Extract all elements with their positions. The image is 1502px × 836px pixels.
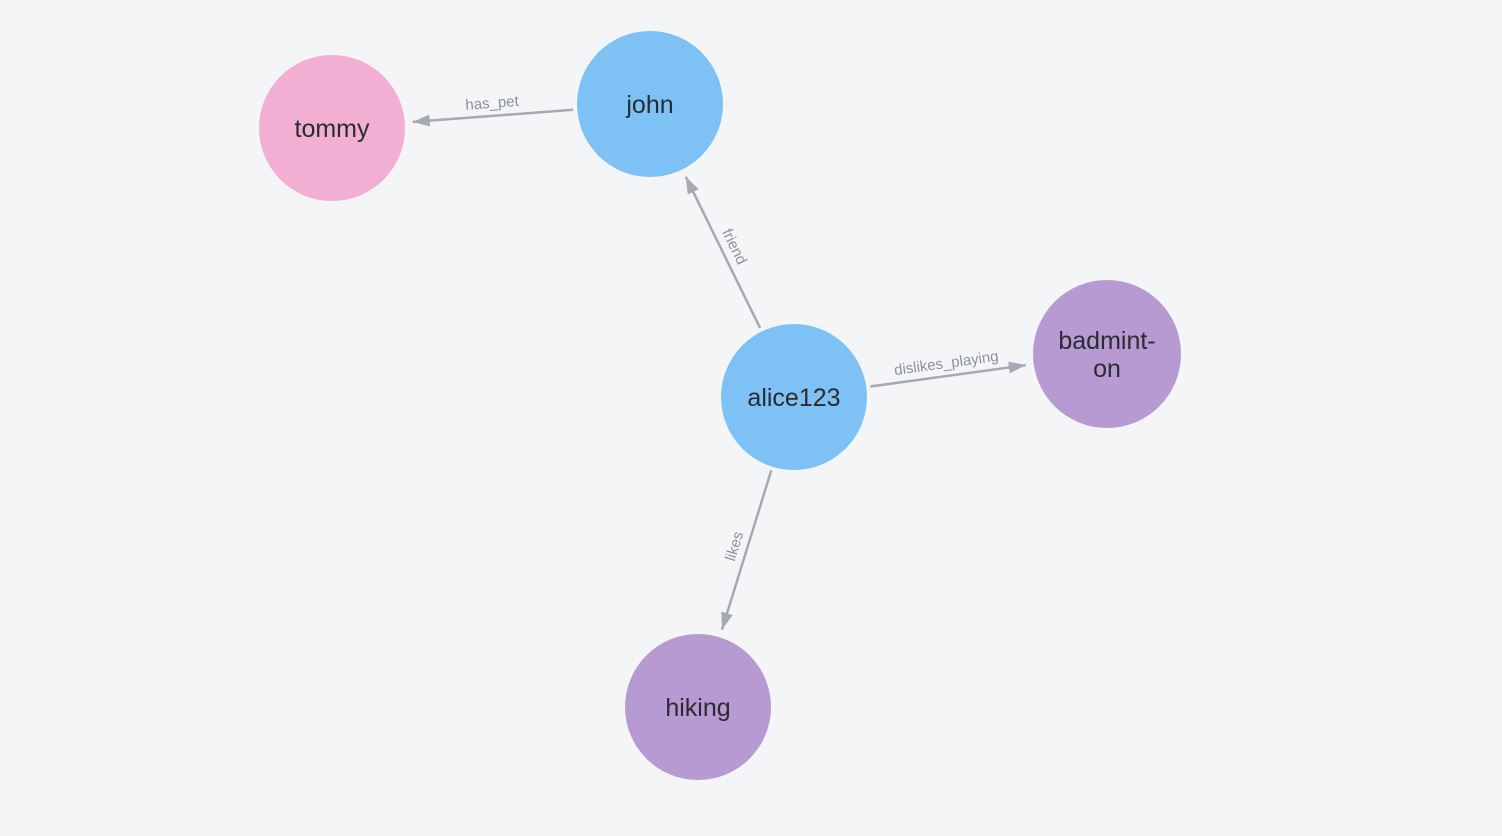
- node-circle-alice123[interactable]: [721, 324, 867, 470]
- edge-label: friend: [718, 226, 750, 267]
- node-circle-tommy[interactable]: [259, 55, 405, 201]
- node-alice123[interactable]: alice123: [721, 324, 867, 470]
- edge-has-pet[interactable]: has_pet: [412, 93, 574, 127]
- node-circle-john[interactable]: [577, 31, 723, 177]
- node-john[interactable]: john: [577, 31, 723, 177]
- edge-line: [684, 176, 762, 329]
- edge-likes[interactable]: likes: [720, 470, 773, 630]
- node-tommy[interactable]: tommy: [259, 55, 405, 201]
- node-circle-badminton[interactable]: [1033, 280, 1181, 428]
- edge-dislikes-playing[interactable]: dislikes_playing: [870, 348, 1026, 388]
- node-hiking[interactable]: hiking: [625, 634, 771, 780]
- node-circle-hiking[interactable]: [625, 634, 771, 780]
- edge-line: [720, 470, 773, 630]
- edge-label: has_pet: [465, 93, 520, 114]
- node-badminton[interactable]: badmint-on: [1033, 280, 1181, 428]
- edge-friend[interactable]: friend: [684, 176, 762, 329]
- edge-label: dislikes_playing: [893, 348, 999, 379]
- edge-line: [412, 108, 574, 127]
- edge-line: [870, 361, 1026, 388]
